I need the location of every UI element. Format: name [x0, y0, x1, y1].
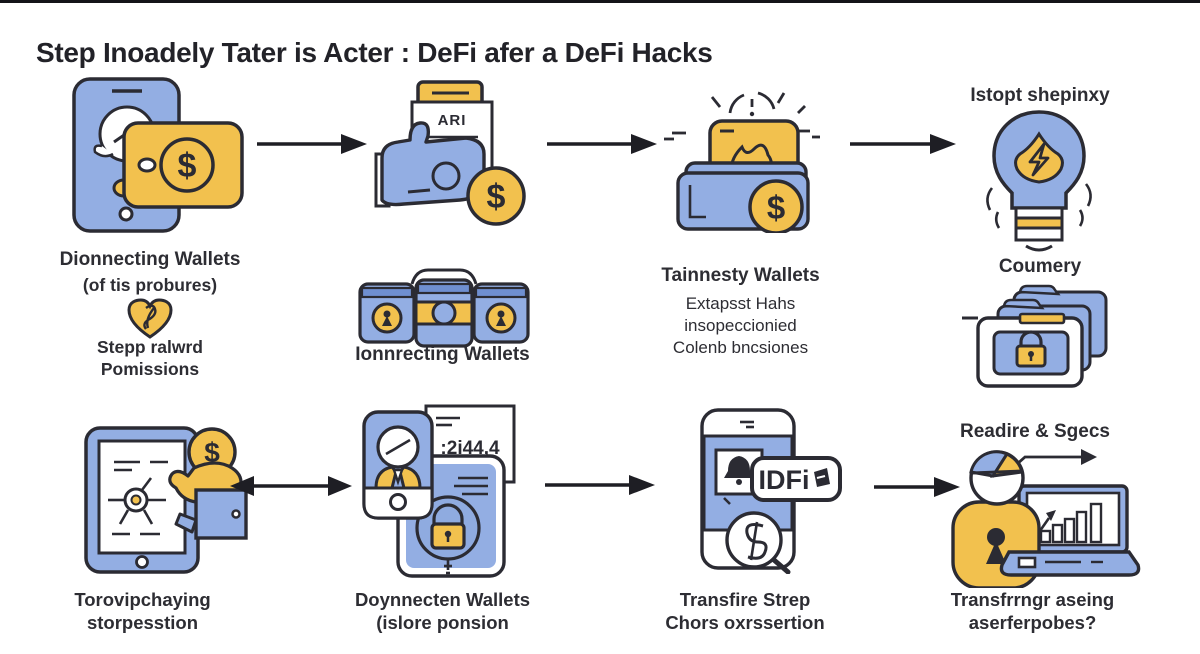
step-report-title1: Transfrrngr aseing	[950, 589, 1115, 610]
phone-defi-search-icon: IDFi	[678, 406, 846, 574]
dollar-glyph: $	[178, 147, 197, 185]
step-disconnect-line1: Stepp ralwrd	[97, 337, 203, 357]
step-amnesty-title: Tainnesty Wallets	[661, 265, 820, 286]
person-laptop-chart-icon	[945, 442, 1143, 588]
tablet-hand-wallet-icon: $	[78, 418, 250, 576]
flow-arrow-double	[228, 472, 354, 500]
phone-lock-icon: :2i44,4	[362, 400, 524, 580]
lightbulb-icon	[972, 102, 1107, 252]
step-disconnect-subtitle: (of tis probures)	[82, 275, 218, 295]
step-report-top-title: Readire & Sgecs	[960, 421, 1110, 442]
page-title: Step Inoadely Tater is Acter : DeFi afer…	[36, 36, 713, 68]
flow-arrow-right-2	[545, 131, 657, 157]
step-revoke-title2: storpesstion	[86, 612, 199, 633]
step-contact-title: Ionnrecting Wallets	[355, 344, 530, 365]
card-code-label: :2i44,4	[440, 438, 500, 459]
step-secure-title2: (islore ponsion	[376, 612, 509, 633]
top-border	[0, 0, 1200, 3]
step-amnesty-line1: Extapsst Hahs	[685, 294, 796, 313]
flow-arrow-right-1	[255, 131, 367, 157]
hand-document-icon: ARI $	[374, 80, 529, 230]
step-secure-title1: Doynnecten Wallets	[354, 589, 531, 610]
step-amnesty-line2: insopeccionied	[684, 316, 797, 335]
step-transfer-title1: Transfire Strep	[679, 589, 811, 610]
heart-ribbon-icon	[127, 298, 173, 340]
dollar-glyph: $	[204, 437, 220, 468]
wallet-alert-icon: $	[662, 83, 822, 233]
step-report-title2: aserferpobes?	[968, 612, 1097, 633]
step-disconnect-title: Dionnecting Wallets	[59, 249, 241, 270]
step-revoke-title1: Torovipchaying	[74, 589, 211, 610]
step-stop-title: Coumery	[998, 256, 1082, 277]
phone-wallet-icon: $	[52, 76, 252, 238]
dollar-glyph: $	[767, 189, 785, 226]
step-transfer-title2: Chors oxrssertion	[665, 612, 825, 633]
flow-arrow-right-5	[872, 474, 960, 500]
step-amnesty-line3: Colenb bncsiones	[672, 338, 809, 357]
connected-wallets-icon	[356, 268, 532, 348]
document-label: ARI	[438, 112, 467, 129]
flow-arrow-right-3	[848, 131, 956, 157]
defi-badge-label: IDFi	[759, 465, 810, 495]
step-stop-top-title: Istopt shepinxy	[970, 85, 1110, 106]
dollar-glyph: $	[487, 178, 506, 216]
locked-folders-icon	[962, 280, 1120, 390]
flow-arrow-right-4	[543, 472, 655, 498]
step-disconnect-line2: Pomissions	[100, 359, 200, 379]
